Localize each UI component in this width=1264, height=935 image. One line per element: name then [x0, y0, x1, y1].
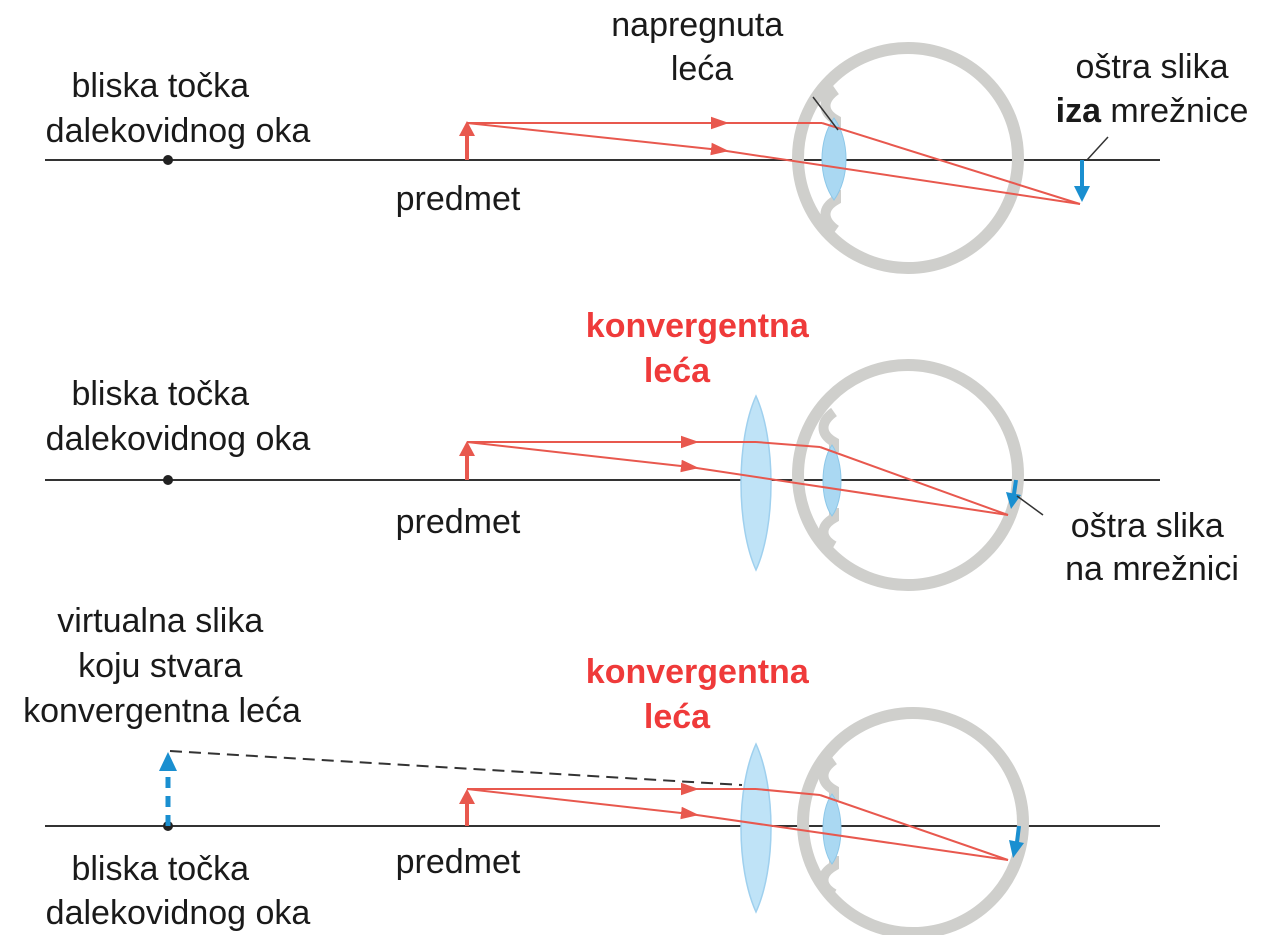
image-arrow — [1074, 160, 1090, 202]
ray-center — [466, 441, 699, 473]
panel-virtual-image: virtualna slika koju stvara konvergentna… — [23, 602, 1160, 935]
eye-wall — [792, 42, 1024, 274]
eye-wall — [797, 707, 1029, 935]
near-point-label: bliska točka dalekovidnog oka — [46, 67, 311, 150]
object-arrow — [459, 789, 475, 826]
convergent-lens — [740, 742, 772, 914]
eye — [792, 42, 1024, 274]
eye — [792, 359, 1024, 591]
sharp-image-label-line1: oštra slika — [1075, 48, 1228, 86]
crystalline-lens — [821, 117, 847, 201]
image-pointer-line — [1086, 136, 1109, 161]
virtual-image-label: virtualna slika koju stvara konvergentna… — [23, 602, 301, 730]
image-arrow — [1009, 825, 1024, 858]
ray-center — [719, 149, 1081, 205]
panel-uncorrected-eye: bliska točka dalekovidnog oka predmet na… — [45, 6, 1249, 274]
eye — [797, 707, 1029, 935]
object-label: predmet — [396, 843, 521, 881]
ray-center — [689, 466, 1009, 516]
convergent-lens-label: konvergentna leća — [586, 653, 818, 736]
strained-lens-label: napregnuta leća — [611, 6, 793, 88]
near-point-dot — [163, 475, 173, 485]
convergent-lens — [740, 394, 772, 572]
ray-top-refracted — [819, 446, 1009, 516]
ray-center — [689, 813, 1009, 861]
object-arrow — [459, 441, 475, 480]
virtual-image-arrow — [159, 752, 177, 826]
iris — [818, 755, 839, 899]
iris — [818, 407, 839, 551]
image-pointer-line — [1016, 495, 1044, 516]
ray-top-refracted — [755, 441, 821, 448]
object-arrow — [459, 121, 475, 160]
near-point-dot — [163, 155, 173, 165]
ray-center — [466, 122, 729, 156]
near-point-label: bliska točka dalekovidnog oka — [46, 850, 311, 932]
ray-center — [466, 788, 699, 820]
ray-top-refracted — [821, 122, 1081, 205]
panel-corrected-eye: bliska točka dalekovidnog oka predmet ko… — [45, 307, 1239, 591]
eye-wall — [792, 359, 1024, 591]
lens-pointer-line — [812, 96, 839, 131]
convergent-lens-label: konvergentna leća — [586, 307, 818, 390]
virtual-ray-extension — [169, 750, 743, 786]
ray-top-refracted — [819, 794, 1009, 861]
object-label: predmet — [396, 180, 521, 218]
sharp-image-label: oštra slika na mrežnici — [1065, 507, 1239, 588]
crystalline-lens — [822, 444, 842, 517]
crystalline-lens — [822, 793, 842, 865]
object-label: predmet — [396, 503, 521, 541]
near-point-label: bliska točka dalekovidnog oka — [46, 375, 311, 458]
sharp-image-label-line2: iza mrežnice — [1056, 92, 1249, 130]
ray-top-refracted — [755, 788, 821, 796]
